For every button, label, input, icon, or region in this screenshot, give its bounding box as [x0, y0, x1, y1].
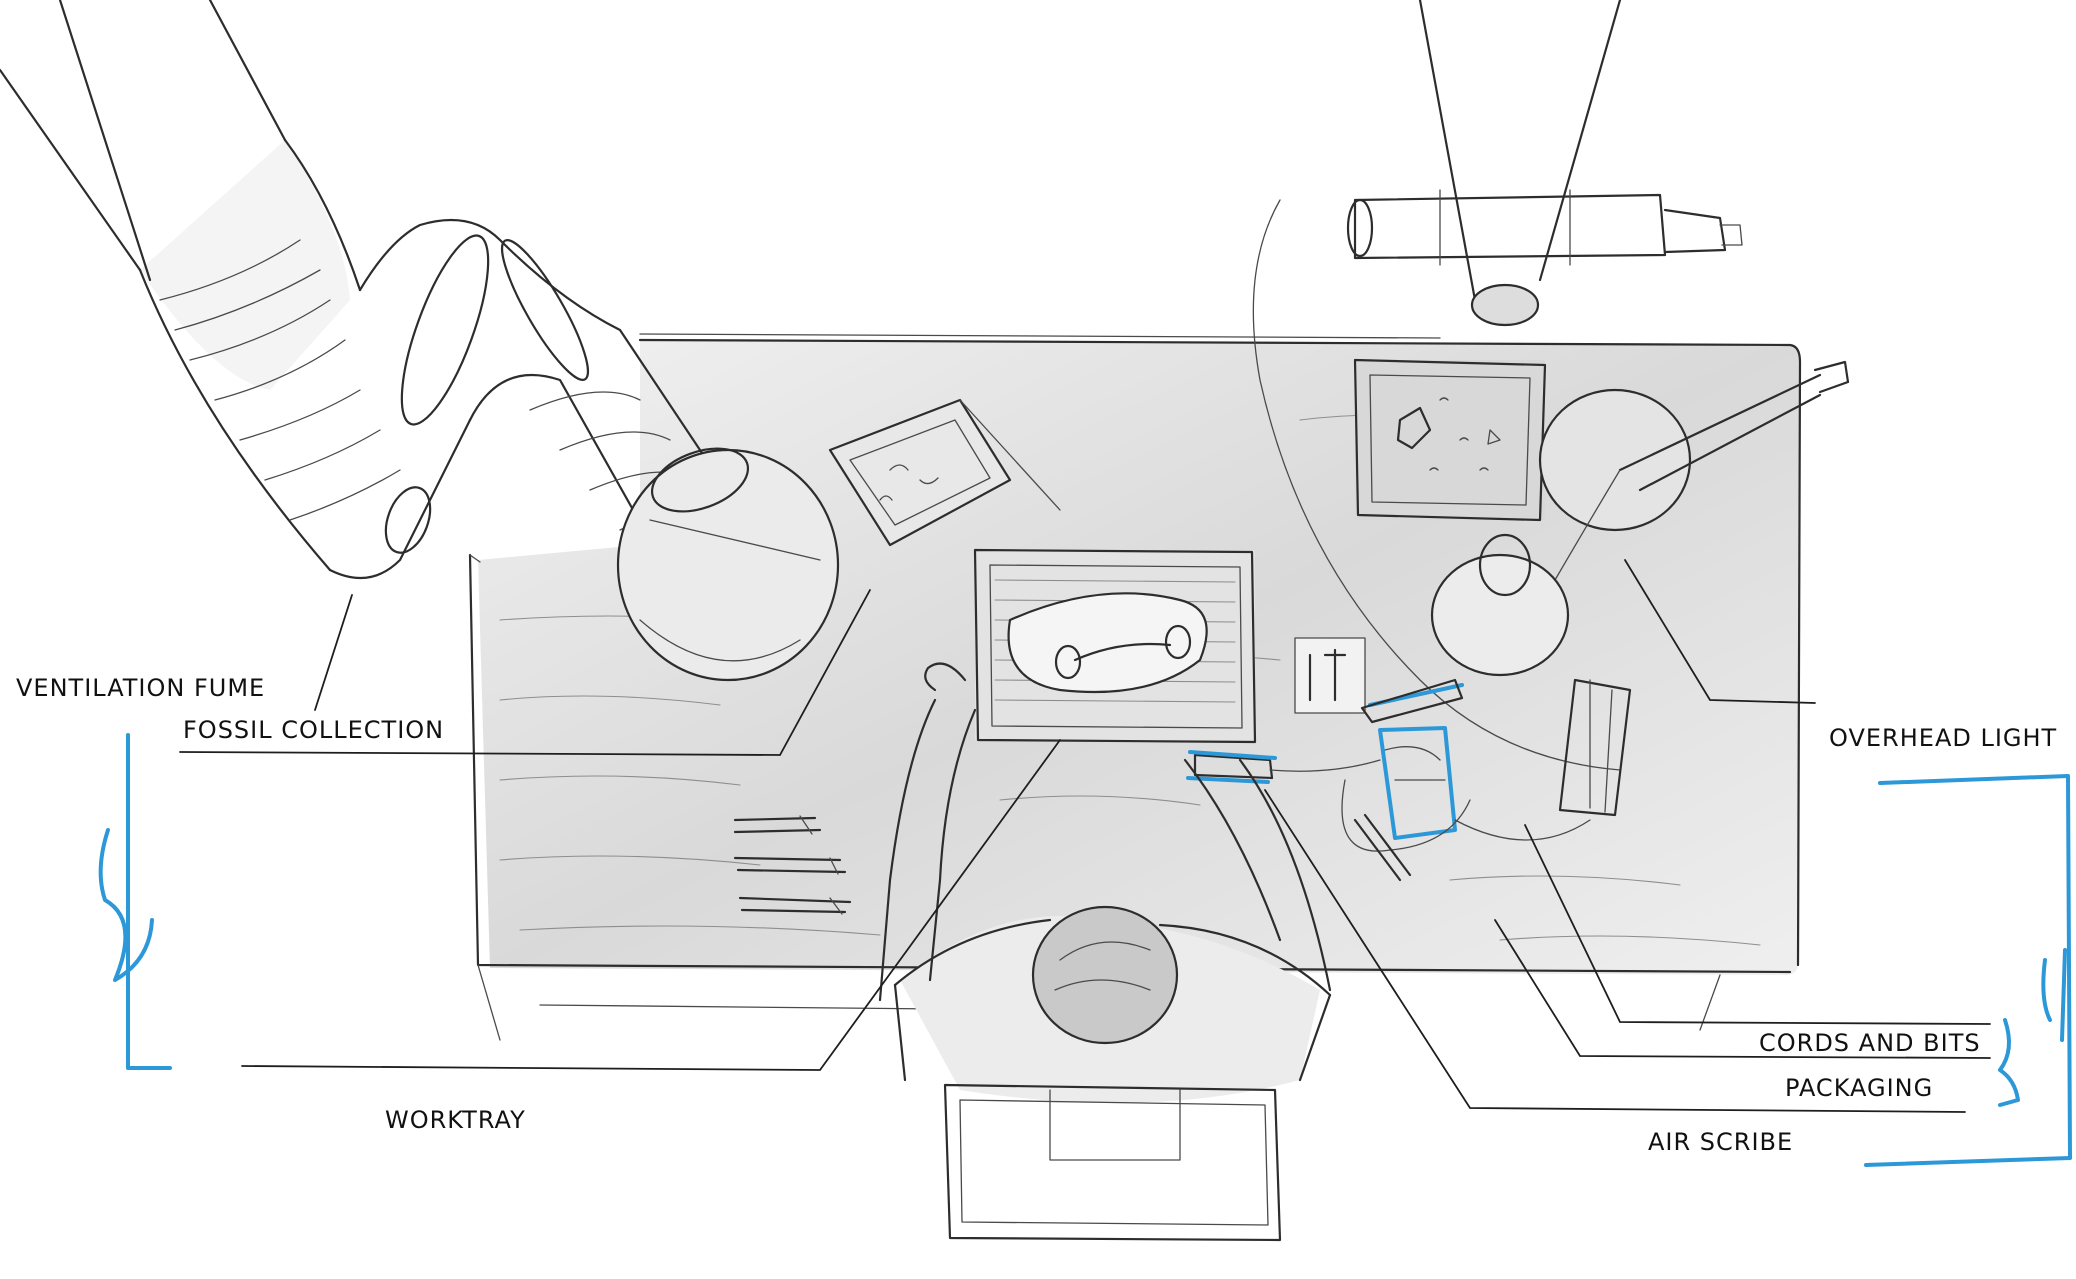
- label-fossil-collection: FOSSIL COLLECTION: [183, 716, 445, 744]
- label-air-scribe: AIR SCRIBE: [1648, 1128, 1794, 1156]
- wood-grain: [499, 414, 1761, 946]
- fossil-box: [1353, 358, 1547, 522]
- leader-lines: [179, 559, 1991, 1113]
- packaging: [1360, 678, 1464, 840]
- person: [878, 662, 1332, 1242]
- label-packaging: PACKAGING: [1785, 1074, 1934, 1102]
- label-worktray: WORKTRAY: [385, 1106, 526, 1134]
- brushes: [733, 815, 852, 915]
- cords-and-bits: [1341, 678, 1632, 882]
- worktray: [973, 548, 1257, 744]
- overhead-light: [1252, 0, 1850, 771]
- blue-accents: [98, 733, 2072, 1167]
- label-cords-and-bits: CORDS AND BITS: [1759, 1029, 1981, 1057]
- ventilation-fume-arm: [0, 0, 840, 682]
- fossil-collection-tray: [828, 398, 1061, 547]
- bits-card: [1294, 637, 1366, 714]
- label-ventilation-fume: VENTILATION FUME: [16, 674, 266, 702]
- label-overhead-light: OVERHEAD LIGHT: [1829, 724, 2058, 752]
